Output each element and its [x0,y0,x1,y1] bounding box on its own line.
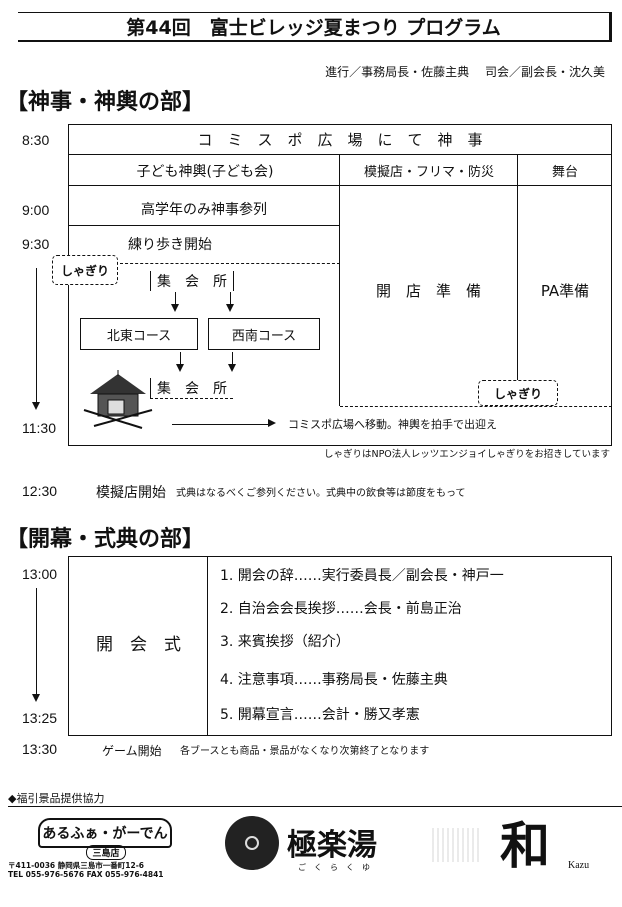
shagiri-note: しゃぎりはNPO法人レッツエンジョイしゃぎりをお招きしています [323,449,610,460]
ceremony-item: 5. 開幕宣言……会計・勝又孝憲 [220,707,420,723]
timeline-arrow [32,268,40,410]
header-stalls: 模擬店・フリマ・防災 [363,165,494,180]
sponsor-faded-logo [432,828,482,862]
credits: 進行／事務局長・佐藤主典 司会／副会長・沈久美 [325,65,605,79]
game-start: ゲーム開始 [102,744,162,758]
ceremony-item: 3. 来賓挨拶（紹介） [220,634,350,650]
time-1325: 13:25 [22,710,58,726]
time-930: 9:30 [22,236,50,252]
arrow-down-icon [176,352,184,372]
sponsor-branch: 三島店 [86,845,126,860]
divider [339,155,340,406]
title-box: 第44回 富士ビレッジ夏まつり プログラム [18,12,612,42]
row-930-text: 練り歩き開始 [128,237,212,253]
course-northeast: 北東コース [80,318,198,350]
stalls-open: 模擬店開始 [96,485,166,501]
move-note: コミスポ広場へ移動。神輿を拍手で出迎え [288,418,497,431]
divider [340,406,612,407]
ceremony-item: 4. 注意事項……事務局長・佐藤主典 [220,672,448,688]
divider [120,263,340,264]
time-830: 8:30 [22,132,50,148]
divider [68,185,612,186]
section2-heading: 【開幕・式典の部】 [6,527,205,552]
meeting-hall-end: 集 会 所 [150,378,233,399]
shinji-row: コ ミ ス ポ 広 場 に て 神 事 [68,124,612,155]
sponsor-logo-alpha-garden: あるふぁ・がーでん [38,818,172,848]
sponsor-alpha-garden: あるふぁ・がーでん 三島店 〒411-0036 静岡県三島市一番町12-6 TE… [8,814,198,884]
opening-ceremony: 開 会 式 [96,635,181,655]
pa-prep: PA準備 [540,282,590,300]
time-1300: 13:00 [22,566,58,582]
sponsor-kazu: 和 [500,816,550,875]
ceremony-note: 式典はなるべくご参列ください。式典中の飲食等は節度をもって [176,488,466,499]
shinji-text: コ ミ ス ポ 広 場 に て 神 事 [197,131,483,149]
sponsors-heading: ◆福引景品提供協力 [8,792,105,805]
ceremony-item: 2. 自治会会長挨拶……会長・前島正治 [220,601,462,617]
header-kids-mikoshi: 子ども神輿(子ども会) [136,163,274,180]
section1-heading: 【神事・神輿の部】 [6,90,205,115]
sponsor-address: 〒411-0036 静岡県三島市一番町12-6 [8,861,145,870]
divider [8,806,622,807]
time-900: 9:00 [22,202,50,218]
mikoshi-icon [83,370,153,429]
timeline-arrow [32,588,40,702]
meeting-hall-start: 集 会 所 [150,271,234,291]
divider [68,225,340,226]
course-southwest: 西南コース [208,318,320,350]
sponsor-gokurakuyu-reading: ごくらくゆ [298,863,378,872]
arrow-right-icon [172,424,272,425]
sponsor-kazu-roman: Kazu [568,860,590,871]
shagiri-tag: しゃぎり [52,255,118,285]
divider [517,155,518,383]
arrow-down-icon [171,292,179,312]
time-1330: 13:30 [22,741,58,757]
time-1130: 11:30 [22,420,56,436]
page-title: 第44回 富士ビレッジ夏まつり プログラム [126,17,501,39]
gokurakuyu-logo-icon [225,816,279,870]
arrow-down-icon [228,352,236,372]
ceremony-item: 1. 開会の辞……実行委員長／副会長・神戸一 [220,568,504,584]
arrow-down-icon [226,292,234,312]
shop-prep: 開 店 準 備 [375,282,481,300]
time-1230: 12:30 [22,483,58,499]
row-900-text: 高学年のみ神事参列 [141,202,267,218]
ceremony-table [68,556,612,736]
header-stage: 舞台 [551,165,578,180]
shagiri-tag: しゃぎり [478,380,558,406]
sponsor-phone: TEL 055-976-5676 FAX 055-976-4841 [8,870,164,879]
divider [207,556,208,736]
schedule-table [68,154,612,446]
arrow-right-icon [268,419,276,427]
sponsor-gokurakuyu: 極楽湯 [287,828,377,863]
game-note: 各ブースとも商品・景品がなくなり次第終了となります [180,746,430,757]
